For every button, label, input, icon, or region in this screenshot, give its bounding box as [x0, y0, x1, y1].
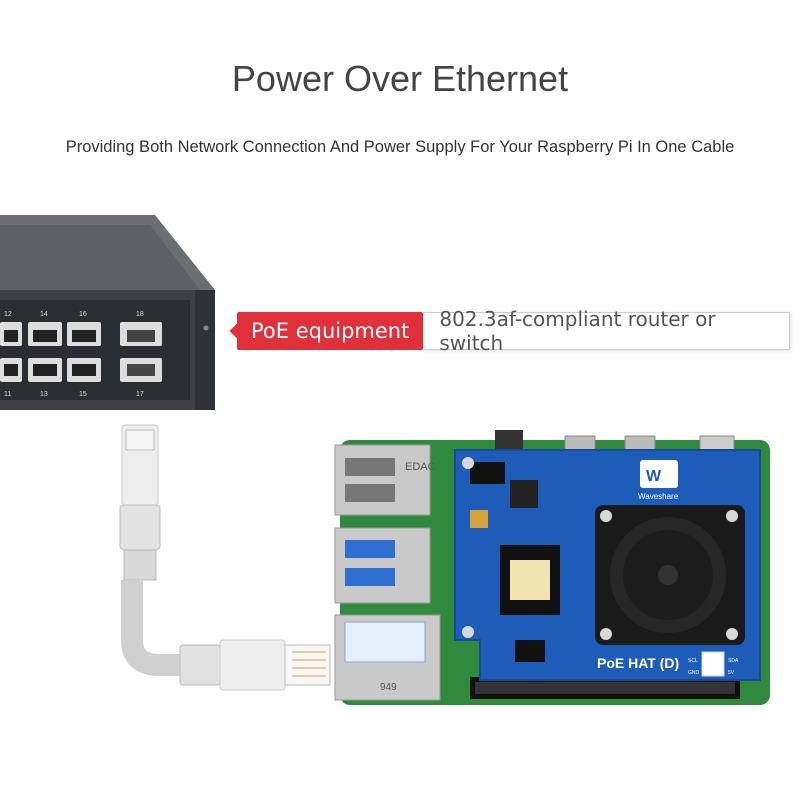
hat-model-label: PoE HAT (D) — [597, 655, 679, 671]
port-number: 14 — [40, 311, 48, 318]
page-subtitle: Providing Both Network Connection And Po… — [65, 138, 735, 156]
port-number: 18 — [136, 311, 144, 318]
callout-description: 802.3af-compliant router or switch — [423, 307, 791, 355]
page-title: Power Over Ethernet — [231, 58, 569, 99]
waveshare-logo-icon — [640, 460, 678, 488]
network-switch: 12 14 16 18 11 13 15 17 — [0, 215, 215, 410]
port-number: 16 — [79, 311, 87, 318]
poe-hat: W Waveshare PoE HAT (D) SCL SDA GND 5V — [454, 449, 761, 681]
brand-label: Waveshare — [638, 492, 679, 501]
pin-label: SDA — [728, 658, 739, 664]
svg-text:W: W — [646, 468, 662, 485]
eth-label: 949 — [380, 682, 397, 693]
pin-label: SCL — [688, 658, 698, 664]
port-number: 12 — [4, 311, 12, 318]
port-number: 13 — [40, 391, 48, 398]
poe-callout: PoE equipment 802.3af-compliant router o… — [237, 307, 791, 355]
pin-label: 5V — [728, 670, 735, 676]
port-number: 17 — [136, 391, 144, 398]
port-number: 15 — [79, 391, 87, 398]
ethernet-cable — [119, 424, 331, 691]
switch-ports — [0, 322, 162, 382]
callout-tag: PoE equipment — [237, 312, 424, 350]
port-number: 11 — [4, 391, 11, 398]
usb-label: EDAC — [405, 461, 436, 473]
pin-label: GND — [688, 670, 700, 676]
